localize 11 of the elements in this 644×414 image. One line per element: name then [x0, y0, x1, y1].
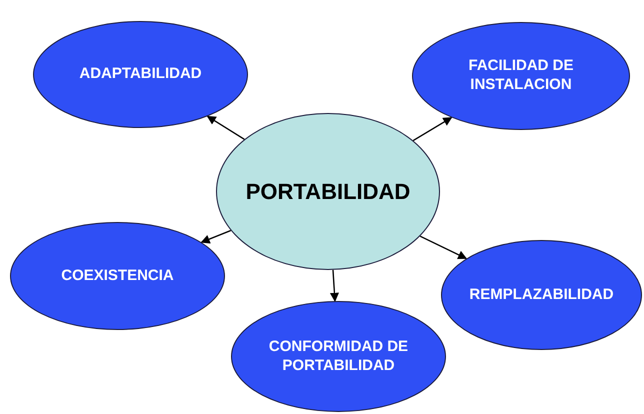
node-label: COEXISTENCIA [60, 266, 175, 286]
node-label: FACILIDAD DE INSTALACION [468, 57, 574, 95]
node-label: REMPLAZABILIDAD [468, 286, 615, 304]
arrow [420, 236, 468, 260]
arrow [206, 116, 245, 140]
node-label: PORTABILIDAD [244, 178, 412, 206]
arrow [200, 230, 232, 244]
node-label: CONFORMIDAD DE PORTABILIDAD [268, 338, 410, 376]
node-label: ADAPTABILIDAD [78, 65, 203, 84]
arrow [412, 117, 452, 142]
arrow [330, 270, 339, 302]
